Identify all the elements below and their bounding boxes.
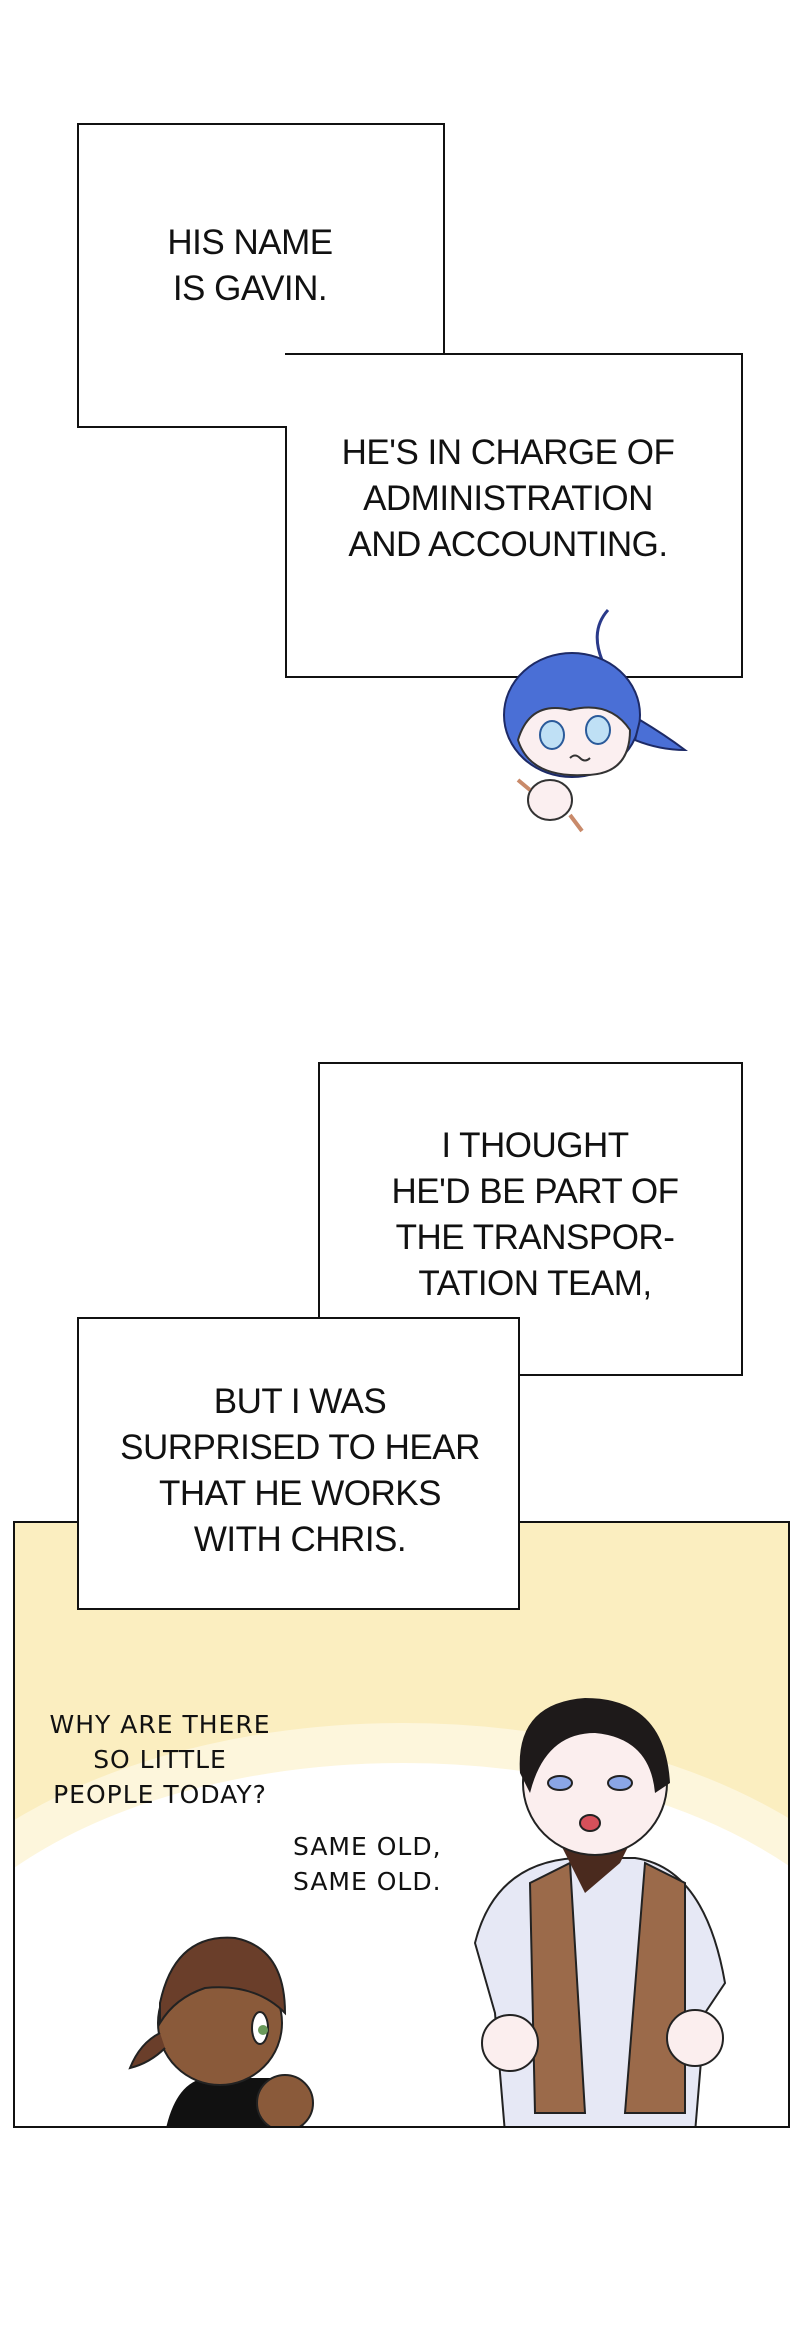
speech-line: PEOPLE TODAY? (53, 1780, 267, 1809)
caption-line: IS GAVIN. (172, 269, 328, 308)
caption-joint (79, 355, 443, 426)
caption-joint (287, 355, 447, 357)
caption-line: I THOUGHT (441, 1126, 629, 1165)
caption-line: TATION TEAM, (418, 1264, 652, 1303)
speech-man: SAME OLD, SAME OLD. (293, 1829, 463, 1899)
caption-line: HIS NAME (167, 223, 333, 262)
caption-text-2: HE'S IN CHARGE OF ADMINISTRATION AND ACC… (328, 430, 688, 568)
caption-line: THE TRANSPOR- (395, 1218, 675, 1257)
caption-text-3: I THOUGHT HE'D BE PART OF THE TRANSPOR- … (380, 1123, 690, 1307)
chibi-gavin-illustration (503, 608, 689, 833)
caption-line: ADMINISTRATION (363, 479, 653, 518)
speech-line: SAME OLD, (293, 1832, 442, 1861)
man-character (473, 1698, 727, 2126)
caption-line: HE'S IN CHARGE OF (341, 433, 675, 472)
speech-line: WHY ARE THERE (49, 1710, 271, 1739)
caption-line: SURPRISED TO HEAR (120, 1428, 480, 1467)
caption-text-1: HIS NAME IS GAVIN. (100, 220, 400, 312)
caption-line: THAT HE WORKS (159, 1474, 441, 1513)
caption-line: BUT I WAS (213, 1382, 387, 1421)
comic-panel: WHY ARE THERE SO LITTLE PEOPLE TODAY? SA… (13, 1521, 790, 2128)
caption-line: AND ACCOUNTING. (348, 525, 668, 564)
caption-text-4: BUT I WAS SURPRISED TO HEAR THAT HE WORK… (100, 1379, 500, 1563)
speech-line: SAME OLD. (293, 1867, 442, 1896)
boy-character (128, 1936, 314, 2126)
caption-line: HE'D BE PART OF (391, 1172, 679, 1211)
caption-line: WITH CHRIS. (193, 1520, 407, 1559)
caption-joint (320, 1319, 518, 1374)
speech-line: SO LITTLE (93, 1745, 227, 1774)
speech-boy: WHY ARE THERE SO LITTLE PEOPLE TODAY? (45, 1707, 275, 1812)
